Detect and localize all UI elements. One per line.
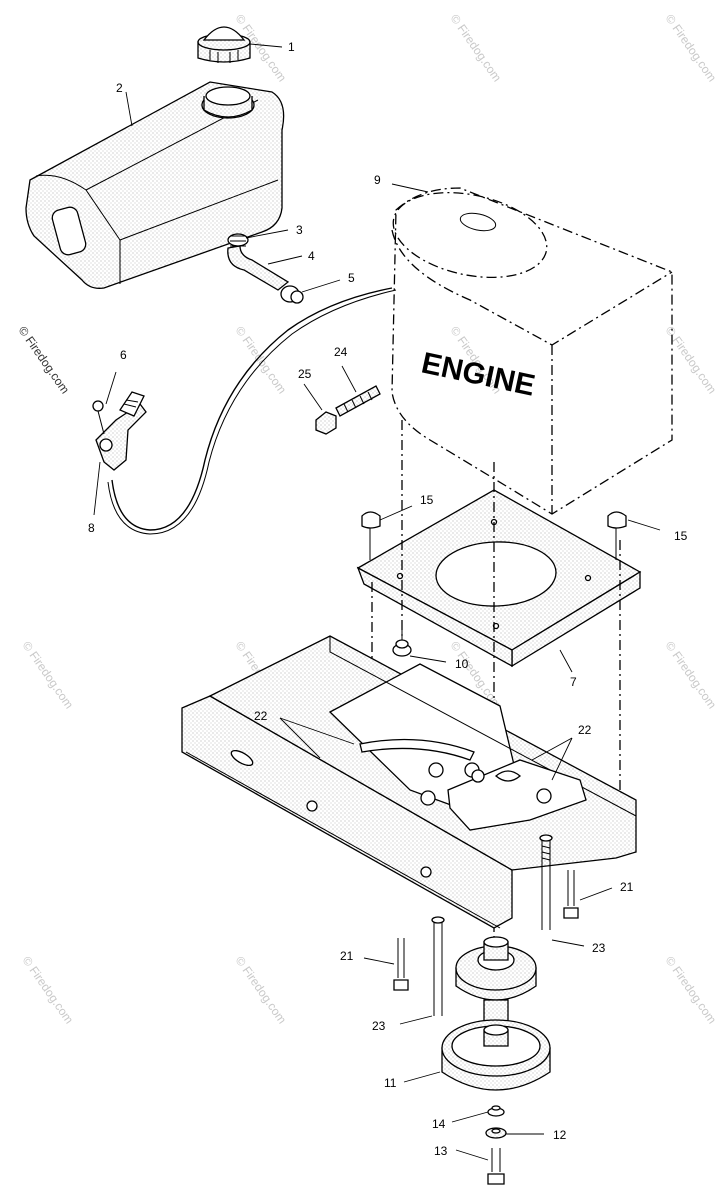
bolt <box>431 916 445 1016</box>
callout-21-right: 21 <box>620 880 634 894</box>
callout-21-left: 21 <box>340 949 354 963</box>
callout-13: 13 <box>434 1144 448 1158</box>
callout-25: 25 <box>298 367 312 381</box>
stud-and-nut <box>315 385 381 435</box>
callout-9: 9 <box>374 173 381 187</box>
leader-lines <box>93 43 661 1161</box>
callout-23-right: 23 <box>592 941 606 955</box>
callout-10: 10 <box>455 657 469 671</box>
pulley-assembly <box>441 936 551 1091</box>
callouts: 1 2 3 4 5 6 7 8 9 10 11 12 13 14 15 15 2… <box>88 40 688 1158</box>
watermark: © Firedog.com <box>233 954 290 1027</box>
bolt <box>361 511 381 560</box>
chassis-frame <box>181 635 637 929</box>
watermark: © Firedog.com <box>663 324 716 397</box>
washer <box>487 1105 505 1117</box>
callout-3: 3 <box>296 223 303 237</box>
callout-4: 4 <box>308 249 315 263</box>
bolt <box>563 870 579 919</box>
watermark: © Firedog.com <box>20 954 77 1027</box>
fuel-cap <box>197 26 251 63</box>
fuel-tank <box>25 81 285 289</box>
callout-11: 11 <box>384 1076 397 1090</box>
callout-15-right: 15 <box>674 529 688 543</box>
bolt <box>392 630 412 657</box>
bolt <box>607 511 627 560</box>
callout-15-left: 15 <box>420 493 434 507</box>
callout-7: 7 <box>570 675 577 689</box>
watermark: © Firedog.com <box>233 324 290 397</box>
callout-5: 5 <box>348 271 355 285</box>
bolt <box>393 938 409 991</box>
watermark: © Firedog.com <box>448 12 505 85</box>
callout-22-right: 22 <box>578 723 592 737</box>
callout-14: 14 <box>432 1117 446 1131</box>
watermark: © Firedog.com <box>663 12 716 85</box>
callout-6: 6 <box>120 348 127 362</box>
watermark: © Firedog.com <box>16 324 73 397</box>
callout-22-left: 22 <box>254 709 268 723</box>
bolt <box>487 1148 505 1185</box>
callout-1: 1 <box>288 40 295 54</box>
callout-8: 8 <box>88 521 95 535</box>
watermark: © Firedog.com <box>663 639 716 712</box>
callout-12: 12 <box>553 1128 567 1142</box>
bolt <box>539 834 553 930</box>
fuel-line <box>111 287 393 531</box>
callout-23-left: 23 <box>372 1019 386 1033</box>
engine: ENGINE <box>391 187 673 515</box>
washer <box>485 1127 507 1139</box>
callout-24: 24 <box>334 345 348 359</box>
fuel-shutoff-valve <box>92 391 147 471</box>
callout-2: 2 <box>116 81 123 95</box>
watermark: © Firedog.com <box>20 639 77 712</box>
fuel-hose-assembly <box>227 233 304 304</box>
watermark: © Firedog.com <box>663 954 716 1027</box>
engine-mount-plate <box>356 489 642 668</box>
